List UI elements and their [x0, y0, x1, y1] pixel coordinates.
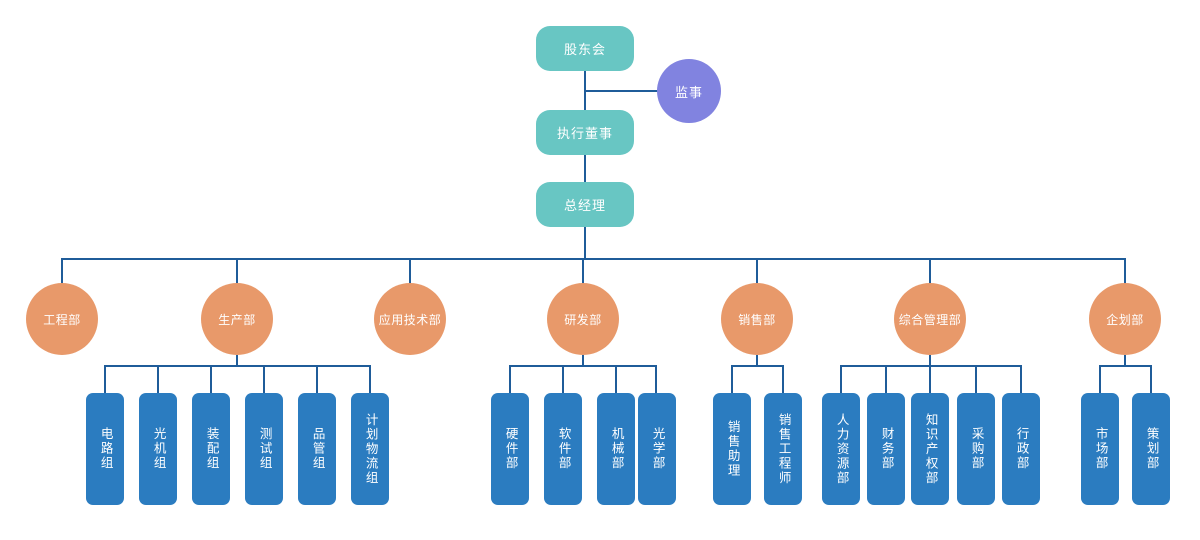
node-team-sales-engineer-label: 销售工程师 [776, 412, 791, 486]
node-team-hardware-label: 硬件部 [503, 427, 518, 471]
drop-sales [756, 258, 758, 285]
node-team-administration[interactable]: 行政部 [1002, 393, 1040, 505]
connector-gm-to-trunk [584, 227, 586, 260]
node-team-intellectual-property[interactable]: 知识产权部 [911, 393, 949, 505]
node-shareholders[interactable]: 股东会 [536, 26, 634, 71]
leafdrop-planning-1 [1150, 365, 1152, 393]
node-department-general-management-label: 综合管理部 [898, 312, 962, 327]
subbar-planning [1099, 365, 1151, 367]
leafdrop-production-5 [369, 365, 371, 393]
node-team-sales-assistant[interactable]: 销售助理 [713, 393, 751, 505]
node-team-administration-label: 行政部 [1014, 427, 1029, 471]
node-team-intellectual-property-label: 知识产权部 [923, 412, 938, 486]
drop-general-management [929, 258, 931, 285]
node-team-optomechanical-label: 光机组 [151, 427, 166, 471]
node-department-sales[interactable]: 销售部 [721, 283, 793, 355]
trunk-horizontal [61, 258, 1126, 260]
drop-research-development [582, 258, 584, 285]
subbar-sales [731, 365, 783, 367]
leafdrop-gm-1 [885, 365, 887, 393]
node-team-optomechanical[interactable]: 光机组 [139, 393, 177, 505]
node-team-planning-logistics-label: 计划物流组 [363, 412, 378, 486]
node-department-planning-label: 企划部 [1106, 312, 1144, 327]
leafdrop-production-2 [210, 365, 212, 393]
node-team-software-label: 软件部 [556, 427, 571, 471]
node-team-sales-assistant-label: 销售助理 [725, 420, 740, 478]
node-team-testing[interactable]: 测试组 [245, 393, 283, 505]
node-department-application-technology-label: 应用技术部 [378, 312, 442, 327]
node-team-mechanical-label: 机械部 [609, 427, 624, 471]
node-team-assembly[interactable]: 装配组 [192, 393, 230, 505]
leafdrop-gm-0 [840, 365, 842, 393]
node-team-software[interactable]: 软件部 [544, 393, 582, 505]
leafdrop-sales-0 [731, 365, 733, 393]
node-team-human-resources-label: 人力资源部 [834, 412, 849, 486]
leafdrop-production-0 [104, 365, 106, 393]
node-executive-director-label: 执行董事 [556, 126, 613, 141]
node-team-finance-label: 财务部 [879, 427, 894, 471]
leafdrop-production-1 [157, 365, 159, 393]
node-department-research-development-label: 研发部 [564, 312, 602, 327]
leafdrop-rd-3 [655, 365, 657, 393]
drop-application-technology [409, 258, 411, 285]
node-team-circuit-label: 电路组 [98, 427, 113, 471]
leafdrop-rd-1 [562, 365, 564, 393]
node-executive-director[interactable]: 执行董事 [536, 110, 634, 155]
node-department-engineering[interactable]: 工程部 [26, 283, 98, 355]
leafdrop-production-3 [263, 365, 265, 393]
drop-production [236, 258, 238, 285]
node-department-production[interactable]: 生产部 [201, 283, 273, 355]
node-team-planning-logistics[interactable]: 计划物流组 [351, 393, 389, 505]
subdrop-research-development [582, 355, 584, 366]
subdrop-production [236, 355, 238, 366]
drop-engineering [61, 258, 63, 285]
leafdrop-production-4 [316, 365, 318, 393]
node-department-research-development[interactable]: 研发部 [547, 283, 619, 355]
node-team-quality-label: 品管组 [310, 427, 325, 471]
leafdrop-gm-2 [929, 365, 931, 393]
drop-planning [1124, 258, 1126, 285]
subdrop-general-management [929, 355, 931, 366]
leafdrop-gm-4 [1020, 365, 1022, 393]
node-team-optics-label: 光学部 [650, 427, 665, 471]
node-shareholders-label: 股东会 [563, 42, 606, 57]
node-department-sales-label: 销售部 [738, 312, 776, 327]
leafdrop-rd-0 [509, 365, 511, 393]
node-team-circuit[interactable]: 电路组 [86, 393, 124, 505]
connector-executive-to-gm [584, 155, 586, 182]
node-department-engineering-label: 工程部 [43, 312, 81, 327]
node-general-manager-label: 总经理 [563, 198, 606, 213]
node-department-application-technology[interactable]: 应用技术部 [374, 283, 446, 355]
node-general-manager[interactable]: 总经理 [536, 182, 634, 227]
node-team-marketing[interactable]: 市场部 [1081, 393, 1119, 505]
node-team-procurement-label: 采购部 [969, 427, 984, 471]
node-team-marketing-label: 市场部 [1093, 427, 1108, 471]
node-team-sales-engineer[interactable]: 销售工程师 [764, 393, 802, 505]
node-team-mechanical[interactable]: 机械部 [597, 393, 635, 505]
node-department-general-management[interactable]: 综合管理部 [894, 283, 966, 355]
leafdrop-rd-2 [615, 365, 617, 393]
subbar-production [104, 365, 369, 367]
node-department-production-label: 生产部 [218, 312, 256, 327]
leafdrop-sales-1 [782, 365, 784, 393]
node-team-optics[interactable]: 光学部 [638, 393, 676, 505]
node-supervisor-label: 监事 [674, 84, 703, 100]
node-team-human-resources[interactable]: 人力资源部 [822, 393, 860, 505]
node-team-strategy[interactable]: 策划部 [1132, 393, 1170, 505]
node-team-testing-label: 测试组 [257, 427, 272, 471]
leafdrop-gm-3 [975, 365, 977, 393]
subdrop-sales [756, 355, 758, 366]
node-team-hardware[interactable]: 硬件部 [491, 393, 529, 505]
node-team-strategy-label: 策划部 [1144, 427, 1159, 471]
node-team-quality[interactable]: 品管组 [298, 393, 336, 505]
subbar-research-development [509, 365, 656, 367]
connector-supervisor-horizontal [584, 90, 659, 92]
leafdrop-planning-0 [1099, 365, 1101, 393]
node-team-procurement[interactable]: 采购部 [957, 393, 995, 505]
node-supervisor[interactable]: 监事 [657, 59, 721, 123]
node-department-planning[interactable]: 企划部 [1089, 283, 1161, 355]
node-team-finance[interactable]: 财务部 [867, 393, 905, 505]
subdrop-planning [1124, 355, 1126, 366]
node-team-assembly-label: 装配组 [204, 427, 219, 471]
